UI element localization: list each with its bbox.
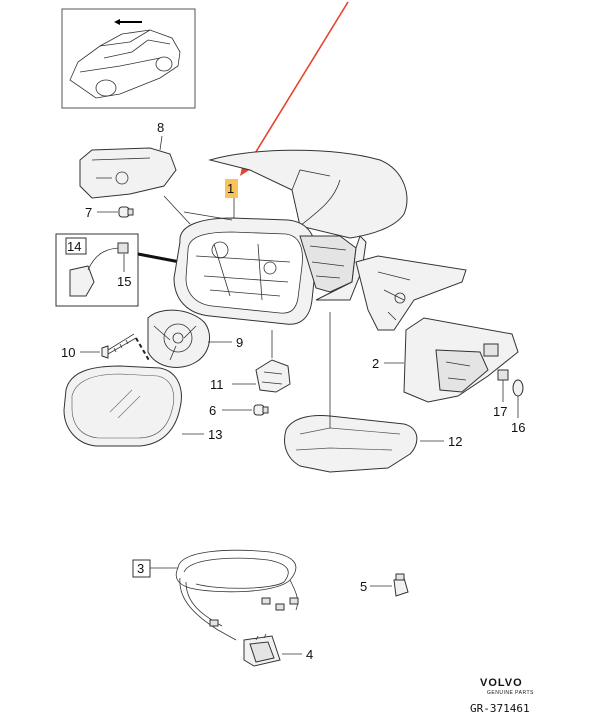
part-13-mirror-glass	[63, 365, 204, 447]
brand-name: VOLVO	[480, 677, 523, 689]
callout-14: 14	[67, 239, 81, 254]
brand-tagline: GENUINE PARTS	[487, 690, 534, 696]
part-17-16-bulbs	[497, 369, 524, 418]
figure-code: GR-371461	[470, 702, 530, 715]
part-6-bulb	[222, 404, 269, 416]
part-4-connector	[243, 633, 302, 667]
callout-7: 7	[85, 205, 92, 220]
callout-15: 15	[117, 274, 131, 289]
callout-3: 3	[137, 561, 144, 576]
callout-10: 10	[61, 345, 75, 360]
volvo-logo: VOLVO GENUINE PARTS	[480, 677, 534, 696]
part-9-actuator	[135, 309, 232, 368]
callout-11: 11	[210, 377, 224, 392]
callout-8: 8	[157, 120, 164, 135]
part-11-clip	[232, 330, 291, 393]
part-5-clip	[370, 573, 409, 597]
part-3-wiring-harness	[132, 549, 299, 641]
part-14-cable-assembly	[55, 233, 181, 307]
car-thumbnail	[61, 8, 196, 109]
callout-1: 1	[227, 181, 234, 196]
part-2-base	[384, 317, 519, 403]
callout-12: 12	[448, 434, 462, 449]
callout-13: 13	[208, 427, 222, 442]
part-7-bulb	[97, 206, 134, 218]
callout-17: 17	[493, 404, 507, 419]
part-10-screw	[80, 333, 137, 359]
callout-6: 6	[209, 403, 216, 418]
callout-4: 4	[306, 647, 313, 662]
part-1-mirror-frame	[163, 149, 408, 325]
part-arm-bracket	[355, 255, 467, 331]
callout-16: 16	[511, 420, 525, 435]
callout-2: 2	[372, 356, 379, 371]
part-12-lamp	[284, 312, 444, 473]
callout-9: 9	[236, 335, 243, 350]
callout-1-highlight	[225, 179, 238, 198]
callout-5: 5	[360, 579, 367, 594]
part-8-housing	[79, 135, 177, 199]
